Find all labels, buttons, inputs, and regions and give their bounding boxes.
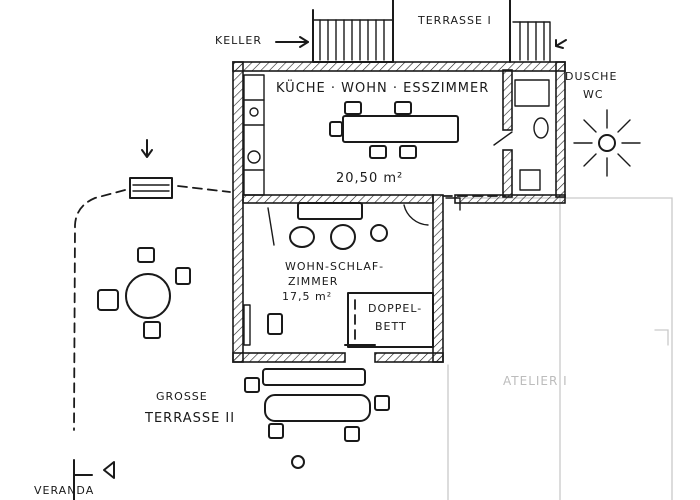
label-atelier: ATELIER I bbox=[503, 374, 568, 388]
terrasse-1-structure bbox=[312, 0, 551, 63]
bedroom-built-ins bbox=[267, 197, 461, 335]
garden-table-set bbox=[97, 247, 191, 339]
dusche-arrow bbox=[555, 39, 567, 49]
bottom-arrow bbox=[103, 461, 115, 479]
garden-path bbox=[73, 139, 506, 500]
bathroom-fixtures bbox=[493, 79, 550, 191]
label-terrasse-2: TERRASSE II bbox=[144, 411, 235, 426]
terrasse-2-furniture bbox=[244, 368, 390, 469]
label-kueche: KÜCHE · WOHN · ESSZIMMER bbox=[276, 79, 489, 96]
keller-arrow bbox=[275, 36, 309, 48]
label-wohn-1: WOHN-SCHLAF- bbox=[285, 260, 384, 273]
label-wohn-2: ZIMMER bbox=[288, 275, 338, 288]
label-bett-2: BETT bbox=[375, 320, 407, 333]
atelier-outline bbox=[447, 197, 673, 500]
label-area-kueche: 20,50 m² bbox=[336, 171, 403, 186]
house-walls bbox=[232, 61, 566, 363]
label-terrasse-1: TERRASSE I bbox=[417, 14, 492, 27]
label-bett-1: DOPPEL- bbox=[368, 302, 422, 315]
label-grosse: GROSSE bbox=[156, 390, 208, 403]
label-bottom-left: VERANDA bbox=[34, 484, 94, 497]
label-area-wohn: 17,5 m² bbox=[282, 290, 332, 303]
label-wc: WC bbox=[583, 88, 604, 101]
label-keller: KELLER bbox=[215, 34, 262, 47]
double-bed bbox=[347, 292, 434, 348]
wall-openings bbox=[243, 304, 376, 346]
sun-symbol bbox=[573, 109, 641, 177]
dining-set bbox=[329, 101, 459, 159]
kitchen-counter bbox=[243, 74, 265, 196]
armchairs bbox=[289, 224, 388, 250]
label-dusche: DUSCHE bbox=[565, 70, 617, 83]
